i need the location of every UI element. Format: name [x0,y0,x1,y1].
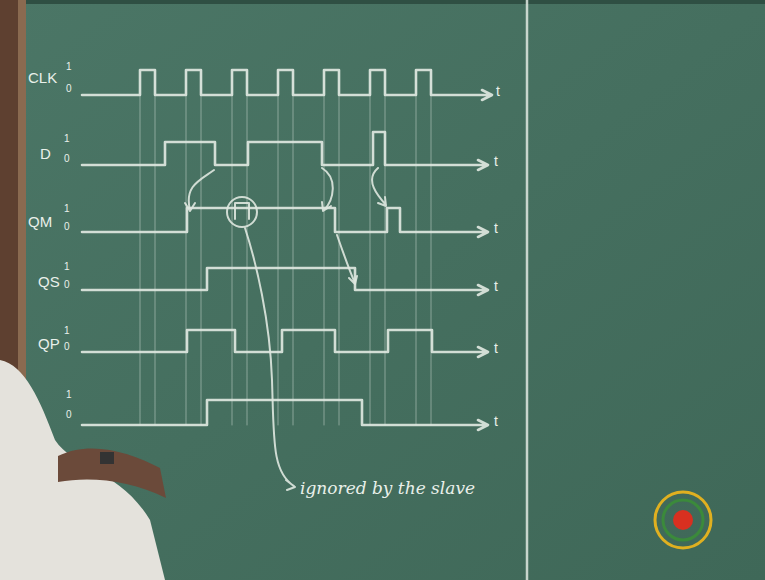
logo [655,492,711,548]
leader-line [245,228,295,490]
time-axis-label: t [494,279,498,293]
logic-level: 0 [64,222,70,232]
logic-level: 1 [64,326,70,336]
board-divider [526,0,529,580]
time-axis-label: t [494,341,498,355]
time-axis-label: t [496,84,500,98]
signal-name: QP [38,336,60,351]
time-axis-label: t [494,414,498,428]
causal-arrow [337,235,357,284]
logic-level: 1 [64,134,70,144]
signal-name: D [40,146,51,161]
causal-arrow [372,168,386,206]
logic-level: 0 [66,410,72,420]
clock-waveform [82,70,492,100]
glitch-pulse [235,203,249,219]
signal-name: QS [38,274,60,289]
lecturer-shirt [0,360,165,580]
signal-name: QM [28,214,52,229]
logic-level: 0 [66,84,72,94]
logic-level: 1 [66,390,72,400]
causal-arrow [185,170,214,211]
qs-waveform [82,268,488,295]
time-axis-label: t [494,221,498,235]
output-waveform [82,400,488,430]
glitch-circle [227,197,257,227]
grid-lines [140,70,431,425]
time-axis-label: t [494,154,498,168]
causal-arrow [322,168,333,211]
wristwatch [100,452,114,464]
d-waveform [82,132,488,170]
qp-waveform [82,330,488,357]
logic-level: 0 [64,342,70,352]
qm-waveform [82,208,488,237]
lecturer-arm [58,448,166,498]
logic-level: 0 [64,154,70,164]
annotation-note: ignored by the slave [300,480,475,497]
logic-level: 1 [64,204,70,214]
signal-name: CLK [28,70,57,85]
logic-level: 0 [64,280,70,290]
board-edge [0,0,765,4]
logic-level: 1 [64,262,70,272]
logic-level: 1 [66,62,72,72]
